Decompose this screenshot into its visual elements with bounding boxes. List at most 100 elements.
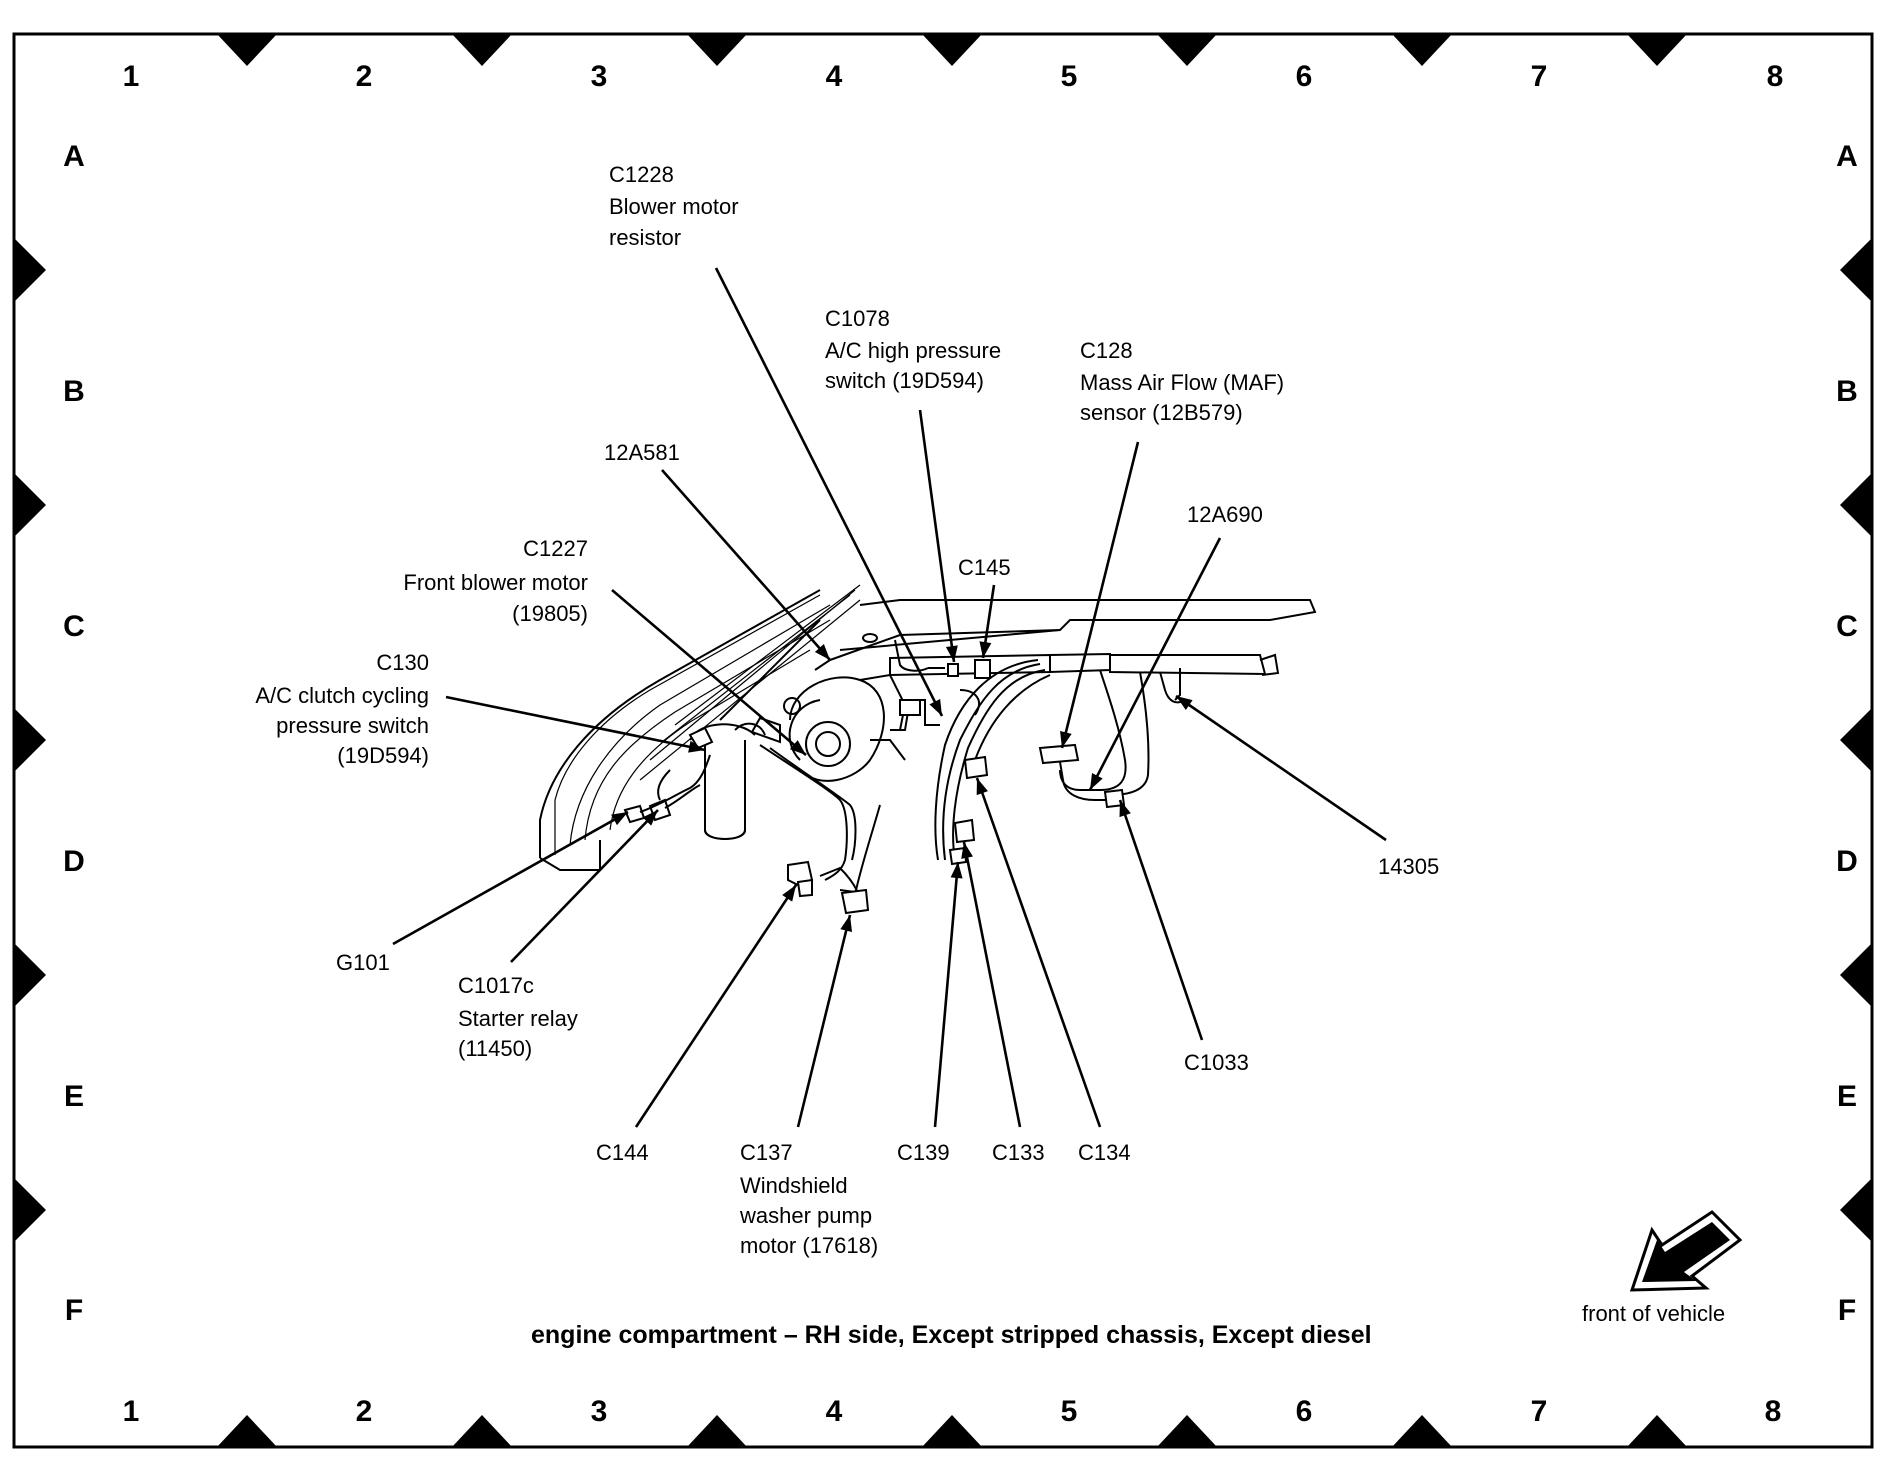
grid-col-label: 1 — [123, 60, 140, 93]
callout-c128: C128 Mass Air Flow (MAF) sensor (12B579) — [1080, 338, 1284, 425]
grid-col-label: 8 — [1765, 1395, 1782, 1428]
zone-marker-left — [14, 238, 46, 302]
leader-line — [714, 267, 944, 717]
callout-14305: 14305 — [1378, 854, 1439, 879]
leader-line — [661, 469, 831, 661]
grid-col-label: 7 — [1531, 1395, 1548, 1428]
leader-arrowhead — [642, 810, 658, 826]
callout-c1228: C1228 Blower motor resistor — [609, 162, 739, 250]
callout-c144: C144 — [596, 1140, 649, 1165]
front-of-vehicle-arrow-inner-icon — [1642, 1222, 1730, 1282]
callout-line: C137 — [740, 1140, 793, 1165]
leader-line — [1088, 537, 1222, 791]
grid-row-label: D — [1836, 845, 1858, 878]
leader-arrowhead — [961, 842, 973, 859]
zone-marker-bottom — [687, 1415, 747, 1447]
leader-arrowhead — [945, 645, 958, 662]
leader-line — [510, 809, 659, 963]
maf-connector — [1038, 743, 1080, 765]
zone-marker-left — [14, 943, 46, 1007]
leader-line — [445, 695, 706, 752]
maf-harness — [1059, 761, 1110, 801]
resistor-bracket — [890, 639, 991, 731]
leader-arrowhead — [950, 862, 963, 879]
zone-marker-top — [452, 34, 512, 66]
callout-c133: C133 — [992, 1140, 1045, 1165]
grid-col-label: 1 — [123, 1395, 140, 1428]
leader-line — [611, 589, 807, 756]
zone-marker-top — [687, 34, 747, 66]
accumulator-drier — [688, 722, 766, 840]
zone-marker-right — [1840, 1178, 1872, 1242]
leader-line — [918, 409, 956, 663]
callout-line: A/C high pressure — [825, 338, 1001, 363]
grid-row-label: A — [63, 140, 85, 173]
grid-row-labels-left: A B C D E F — [63, 140, 85, 1327]
c137-connector — [840, 888, 870, 915]
leader-arrowhead — [1090, 773, 1103, 790]
zone-marker-top — [922, 34, 982, 66]
callout-line: C130 — [376, 650, 429, 675]
diagram-caption: engine compartment – RH side, Except str… — [531, 1321, 1372, 1349]
grid-col-label: 3 — [591, 60, 608, 93]
leader-line — [1060, 441, 1140, 749]
zone-marker-bottom — [217, 1415, 277, 1447]
grid-row-label: B — [1836, 375, 1858, 408]
callout-c137: C137 Windshield washer pump motor (17618… — [739, 1140, 878, 1258]
grid-col-label: 6 — [1296, 60, 1313, 93]
leader-arrowhead — [789, 740, 806, 755]
grid-column-labels-top: 1 2 3 4 5 6 7 8 — [123, 60, 1784, 93]
leader-arrowhead — [814, 644, 830, 660]
leader-arrowhead — [688, 740, 705, 753]
callout-line: C1227 — [523, 536, 588, 561]
zone-marker-top — [1627, 34, 1687, 66]
callout-g101: G101 — [336, 950, 390, 975]
zone-marker-right — [1840, 238, 1872, 302]
callout-c130: C130 A/C clutch cycling pressure switch … — [255, 650, 429, 768]
leader-arrowhead — [782, 885, 796, 902]
leader-arrowhead — [611, 812, 628, 826]
callout-line: C1017c — [458, 973, 534, 998]
leader-lines — [392, 267, 1387, 1128]
c139-connector — [948, 846, 968, 866]
leader-line — [392, 810, 629, 946]
callout-line: (11450) — [458, 1036, 532, 1061]
leader-line — [634, 884, 798, 1128]
callout-c1017c: C1017c Starter relay (11450) — [458, 973, 578, 1061]
callout-12a581: 12A581 — [604, 440, 680, 465]
leader-line — [933, 861, 960, 1128]
leader-arrowhead — [1060, 731, 1072, 748]
callout-line: pressure switch — [276, 713, 429, 738]
harness-branches — [934, 659, 1150, 861]
c134-connector — [963, 755, 989, 780]
grid-col-label: 4 — [826, 1395, 843, 1428]
leader-line — [962, 841, 1022, 1128]
leader-arrowhead — [929, 699, 942, 716]
zone-marker-left — [14, 473, 46, 537]
callout-line: switch (19D594) — [825, 368, 984, 393]
g101-eyelet — [623, 804, 646, 824]
grid-column-labels-bottom: 1 2 3 4 5 6 7 8 — [123, 1395, 1782, 1428]
grid-row-label: B — [63, 375, 85, 408]
callout-line: C1078 — [825, 306, 890, 331]
callout-line: (19805) — [512, 601, 588, 626]
zone-marker-bottom — [452, 1415, 512, 1447]
grid-col-label: 5 — [1061, 1395, 1078, 1428]
callout-12a690: 12A690 — [1187, 502, 1263, 527]
callout-line: Blower motor — [609, 194, 739, 219]
harness-tube — [889, 652, 1280, 704]
c133-connector — [953, 818, 976, 844]
callout-line: motor (17618) — [740, 1233, 878, 1258]
leader-arrowhead — [979, 641, 992, 658]
callout-line: A/C clutch cycling — [255, 683, 429, 708]
zone-marker-bottom — [1157, 1415, 1217, 1447]
zone-marker-top — [1392, 34, 1452, 66]
callout-line: Mass Air Flow (MAF) — [1080, 370, 1284, 395]
zone-marker-right — [1840, 473, 1872, 537]
zone-marker-bottom — [922, 1415, 982, 1447]
leader-line — [1175, 694, 1387, 842]
starter-relay-harness — [639, 754, 711, 813]
fender-hatching — [539, 584, 861, 871]
leader-arrowhead — [976, 778, 988, 796]
